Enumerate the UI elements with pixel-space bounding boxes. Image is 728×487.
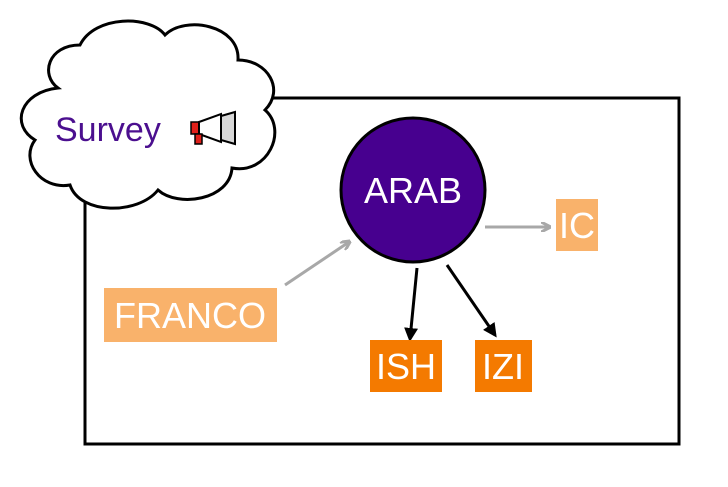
arrow-arab-to-ish: [404, 267, 419, 342]
node-franco: FRANCO: [104, 288, 277, 342]
megaphone-icon: [190, 110, 236, 146]
node-ic-label: IC: [559, 205, 595, 246]
node-arab: ARAB: [339, 116, 487, 264]
node-arab-label: ARAB: [364, 170, 462, 211]
node-izi: IZI: [475, 340, 532, 392]
node-izi-box: [475, 340, 532, 392]
cloud-shape: [19, 19, 277, 210]
cloud-label: Survey: [55, 111, 161, 149]
arrow-arab-to-izi: [445, 264, 497, 338]
node-ish-label: ISH: [376, 346, 436, 387]
survey-cloud: Survey: [19, 19, 277, 210]
node-ish: ISH: [370, 340, 442, 392]
node-izi-label: IZI: [482, 346, 524, 387]
node-ic-box: [556, 199, 598, 251]
node-ic: IC: [556, 199, 598, 251]
node-franco-box: [104, 288, 277, 342]
outer-frame: [83, 96, 681, 446]
arrow-franco-to-arab: [284, 242, 349, 287]
node-franco-label: FRANCO: [114, 295, 266, 336]
node-ish-box: [370, 340, 442, 392]
node-arab-circle: [339, 116, 487, 264]
